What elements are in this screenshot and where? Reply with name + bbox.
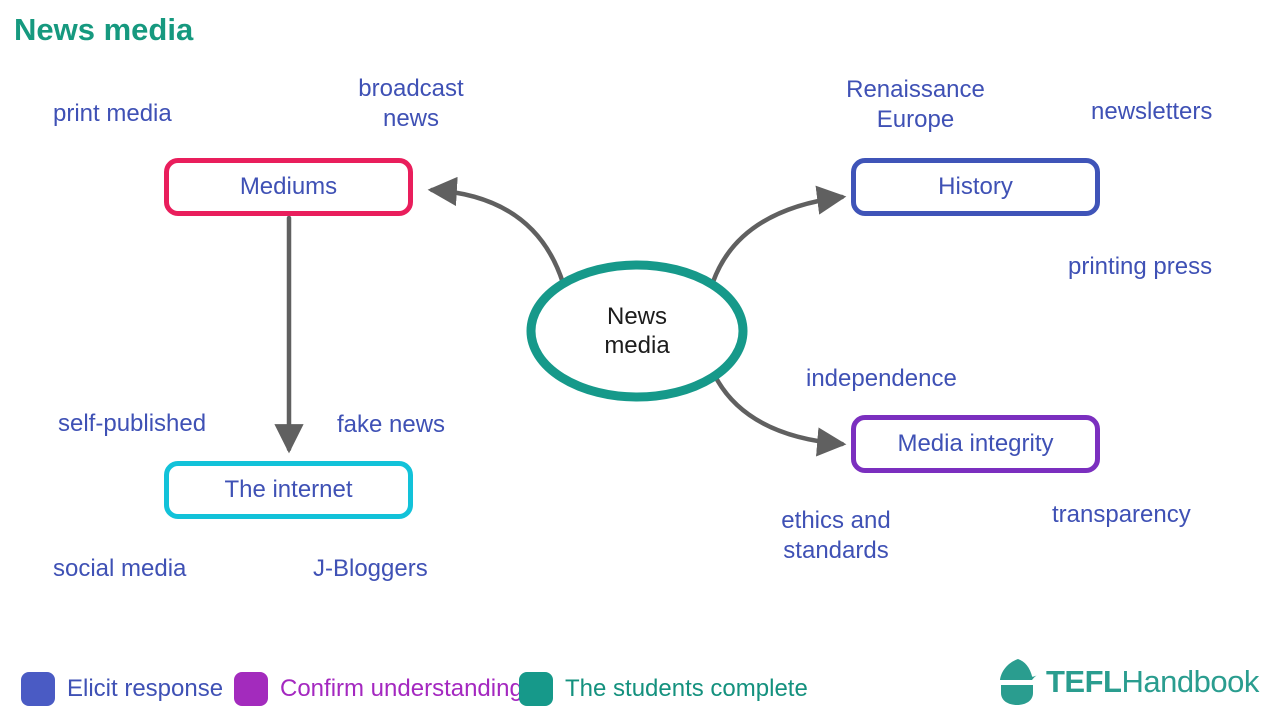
legend-swatch-confirm-understanding <box>234 672 268 706</box>
satellite-label-renaissance-europe: Renaissance Europe <box>846 76 985 133</box>
legend-label-confirm-understanding: Confirm understanding <box>280 675 523 702</box>
legend-swatch-elicit-response <box>21 672 55 706</box>
node-mediums: Mediums <box>164 158 413 216</box>
acorn-icon <box>1000 659 1037 705</box>
satellite-label-print-media: print media <box>53 100 172 127</box>
satellite-label-ethics-standards: ethics and standards <box>781 507 891 564</box>
center-node-label: News media <box>604 303 670 359</box>
legend-item-elicit-response: Elicit response <box>21 672 223 706</box>
center-ellipse <box>526 260 748 402</box>
satellite-label-self-published: self-published <box>58 410 207 437</box>
satellite-label-transparency: transparency <box>1052 501 1191 528</box>
satellite-label-newsletters: newsletters <box>1091 98 1213 125</box>
node-mediums-label: Mediums <box>239 173 338 200</box>
legend-label-elicit-response: Elicit response <box>67 675 224 702</box>
satellite-label-broadcast-news: broadcast news <box>358 75 464 132</box>
satellite-label-social-media: social media <box>53 555 187 582</box>
page-title: News media <box>14 12 194 47</box>
legend-swatch-students-complete <box>519 672 553 706</box>
satellite-label-fake-news: fake news <box>337 411 446 438</box>
logo-text-tefl: TEFL <box>1046 664 1122 699</box>
satellite-label-j-bloggers: J-Bloggers <box>313 555 428 582</box>
node-history-label: History <box>938 173 1013 200</box>
arrow-center-to-mediums <box>427 176 566 286</box>
arrow-center-to-history <box>710 185 847 285</box>
tefl-handbook-logo: TEFLHandbook <box>997 657 1259 707</box>
logo-wordmark: TEFLHandbook <box>1046 664 1259 700</box>
node-history: History <box>851 158 1100 216</box>
node-the-internet-label: The internet <box>224 476 353 503</box>
legend-label-students-complete: The students complete <box>565 675 808 702</box>
satellite-label-printing-press: printing press <box>1068 253 1213 280</box>
legend-item-students-complete: The students complete <box>519 672 808 706</box>
satellite-label-independence: independence <box>806 365 957 392</box>
node-the-internet: The internet <box>164 461 413 519</box>
arrow-center-to-media-integrity <box>711 371 847 457</box>
legend-item-confirm-understanding: Confirm understanding <box>234 672 523 706</box>
node-media-integrity-label: Media integrity <box>897 430 1054 457</box>
node-media-integrity: Media integrity <box>851 415 1100 473</box>
logo-text-handbook: Handbook <box>1121 664 1260 699</box>
